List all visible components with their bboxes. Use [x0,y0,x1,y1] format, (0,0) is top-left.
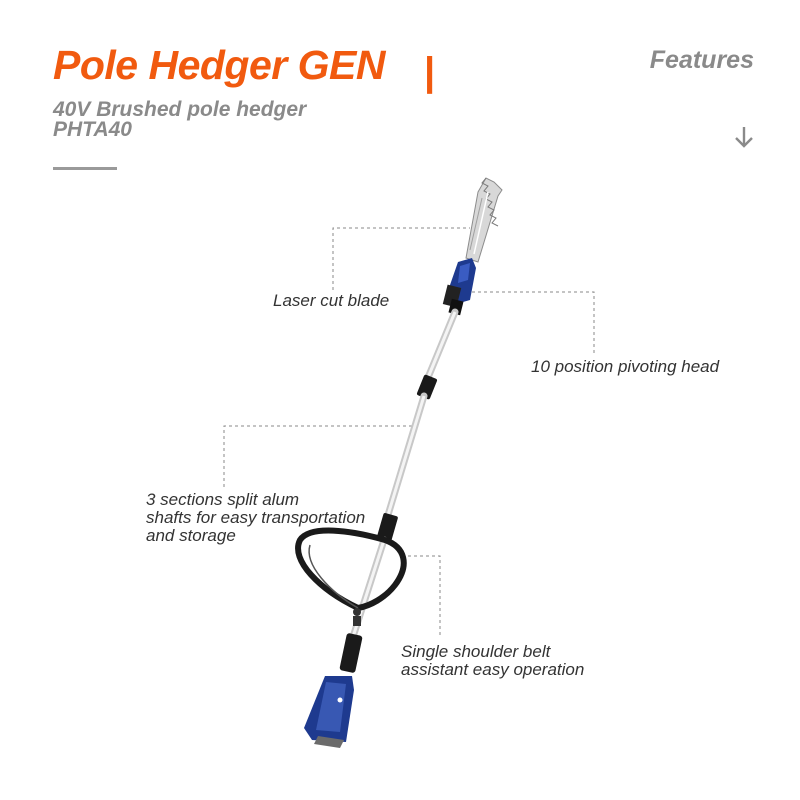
pivoting-head [442,258,476,316]
laser-cut-blade [465,177,503,263]
callout-shoulder-belt: Single shoulder belt assistant easy oper… [401,643,584,679]
callout-pivoting-head: 10 position pivoting head [531,357,720,376]
motor-handle [304,633,363,748]
callout-shaft-line1: 3 sections split alum [146,490,300,509]
title-underline [53,167,117,170]
shoulder-belt [295,527,407,626]
features-label: Features [649,46,754,74]
leader-belt [402,555,441,637]
callout-leader-lines [223,227,595,637]
product-subtitle: 40V Brushed pole hedger PHTA40 [53,98,307,141]
callout-belt-line2: assistant easy operation [401,660,585,679]
callout-blade: Laser cut blade [273,291,390,310]
arrow-down-icon[interactable] [733,125,755,149]
callout-shaft: 3 sections split alum shafts for easy tr… [146,491,365,545]
title-separator: | [424,50,436,94]
subtitle-model-description: 40V Brushed pole hedger [53,98,307,121]
subtitle-model-code: PHTA40 [53,118,132,141]
leader-head [472,291,595,355]
callout-shaft-line2: shafts for easy transportation [146,508,366,527]
leader-shaft [223,425,418,487]
page-title: Pole Hedger GEN [53,42,385,88]
leader-blade [332,227,470,290]
callout-belt-line1: Single shoulder belt [401,642,551,661]
callout-shaft-line3: and storage [146,526,236,545]
